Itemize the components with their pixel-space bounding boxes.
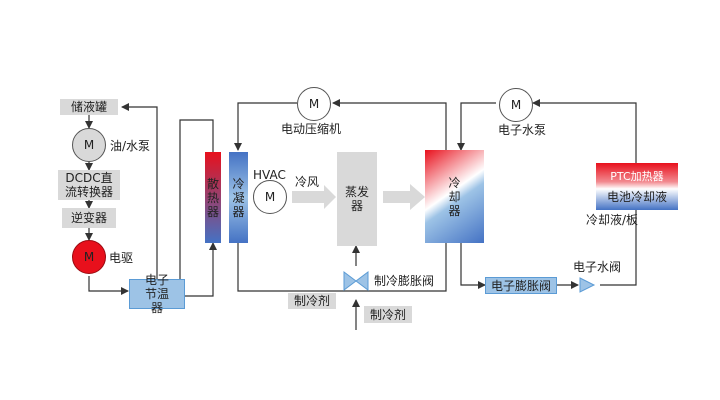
electronic-thermostat: 电子节温器 (129, 273, 185, 315)
oil-water-pump-label: 油/水泵 (110, 139, 151, 153)
chiller-label: 冷却器 (448, 175, 461, 218)
e-water-pump-label: 电子水泵 (498, 123, 547, 137)
radiator: 散热器 (205, 152, 221, 243)
expansion-valve-label: 制冷膨胀阀 (374, 274, 435, 288)
e-water-pump-motor-icon: M (499, 88, 533, 122)
thermostat-label: 电子节温器 (144, 273, 169, 315)
inverter-label: 逆变器 (70, 211, 107, 225)
coolant-plate-label: 冷却液/板 (586, 213, 639, 227)
expansion-valve-symbol (343, 271, 369, 291)
reservoir-label: 储液罐 (70, 100, 107, 114)
ptc-heater-battery-coolant: PTC加热器 电池冷却液 (596, 163, 678, 210)
condenser-label: 冷凝器 (232, 176, 245, 219)
hvac-label: HVAC (253, 168, 286, 182)
e-drive-label: 电驱 (109, 251, 134, 265)
electronic-expansion-valve: 电子膨胀阀 (485, 277, 557, 294)
evaporator-label: 蒸发器 (344, 185, 369, 213)
e-drive-motor-icon: M (72, 240, 106, 274)
water-valve-symbol (579, 277, 596, 293)
cold-air-label: 冷风 (295, 175, 320, 189)
e-water-valve-label: 电子水阀 (573, 260, 622, 274)
inverter: 逆变器 (62, 208, 116, 228)
reservoir: 储液罐 (60, 99, 118, 115)
evaporator: 蒸发器 (337, 152, 377, 246)
cold-air-arrow (292, 185, 336, 209)
heat-flow-arrow (383, 184, 425, 210)
condenser: 冷凝器 (229, 152, 248, 243)
battery-coolant-label: 电池冷却液 (606, 189, 667, 204)
oil-water-pump-motor-icon: M (72, 128, 106, 162)
dcdc-converter: DCDC直流转换器 (58, 170, 120, 200)
radiator-label: 散热器 (207, 176, 220, 219)
hvac-fan-motor-icon: M (253, 180, 287, 214)
compressor-motor-icon: M (297, 87, 331, 121)
refrigerant-tag-2: 制冷剂 (364, 306, 412, 323)
compressor-label: 电动压缩机 (281, 122, 342, 136)
dcdc-label: DCDC直流转换器 (64, 171, 113, 199)
ptc-heater-label: PTC加热器 (610, 169, 664, 183)
chiller: 冷却器 (425, 150, 484, 243)
refrigerant-tag-1: 制冷剂 (288, 293, 336, 309)
